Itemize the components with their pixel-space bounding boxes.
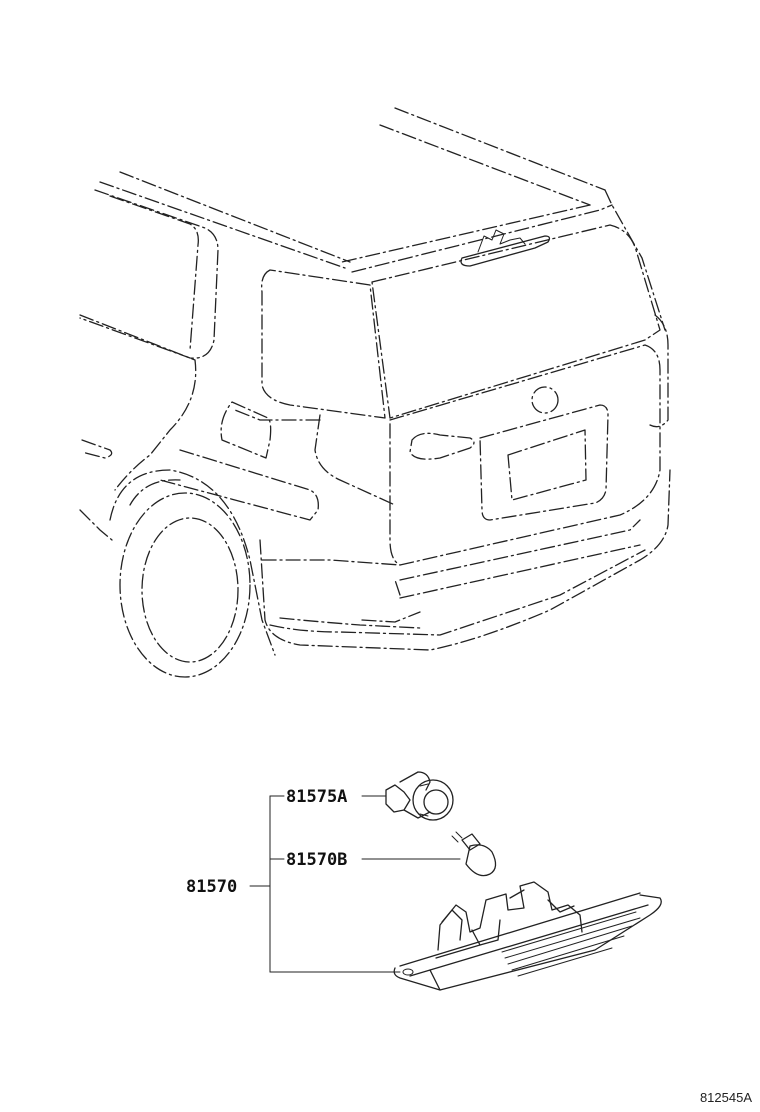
diagram-id: 812545A xyxy=(700,1090,752,1105)
socket-part-number: 81575A xyxy=(286,787,347,807)
bulb-part xyxy=(451,831,497,877)
callout-leaders xyxy=(249,795,461,973)
socket-part xyxy=(385,771,454,821)
assembly-part-number: 81570 xyxy=(186,877,237,897)
stop-lamp-assembly xyxy=(393,881,662,991)
vehicle-outline xyxy=(79,107,671,678)
bulb-part-number: 81570B xyxy=(286,850,347,870)
